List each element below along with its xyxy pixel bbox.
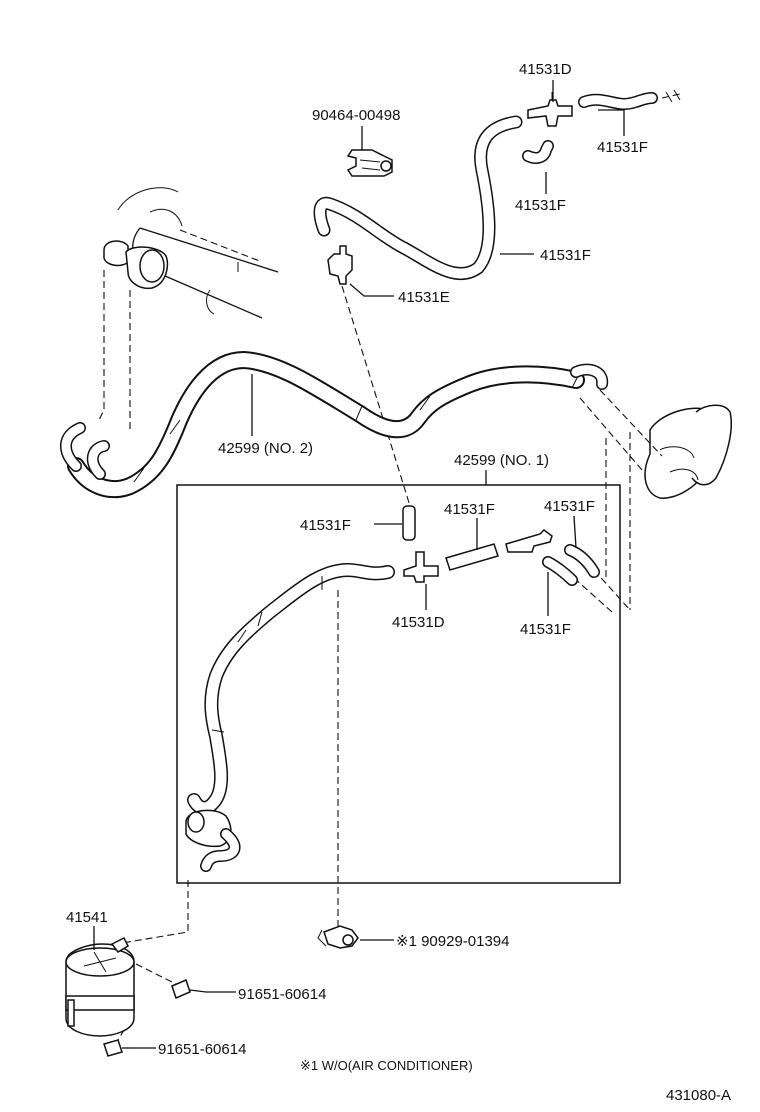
intake-leader-dash (97, 270, 131, 430)
hose-41531f-box-right-lower (542, 556, 578, 586)
label-41531f-box-c: 41531F (544, 498, 595, 515)
hose-42599-no2-elbow-right (570, 363, 609, 390)
label-41531f-top-elbow: 41531F (515, 197, 566, 214)
guide-41531e-down (341, 285, 411, 507)
hose-42599-no2 (60, 351, 585, 499)
label-41531f-box-a: 41531F (300, 517, 351, 534)
canister-41541 (65, 936, 135, 1037)
bolt-91651-lower (103, 1039, 138, 1057)
label-90929-01394: ※1 90929-01394 (396, 933, 510, 950)
intake-port-fitting (103, 240, 169, 290)
label-42599-no1: 42599 (NO. 1) (454, 452, 549, 469)
throttle-body-partial (644, 404, 732, 499)
tee-fitting-41531d-box (403, 551, 439, 583)
leader-lines (93, 80, 625, 1049)
hose-41531f-box-right-upper (564, 544, 600, 578)
label-41531e: 41531E (398, 289, 450, 306)
label-41531f-top-right: 41531F (597, 139, 648, 156)
clip-90464-00498 (346, 149, 393, 177)
hose-41531f-long-s (313, 115, 523, 280)
label-41531d-top: 41531D (519, 61, 572, 78)
hose-42599-no1 (187, 563, 395, 815)
label-41541: 41541 (66, 909, 108, 926)
vsv-41531e (327, 245, 353, 285)
guide-right-dash (573, 389, 663, 613)
bolt-91651-upper (171, 978, 207, 1000)
hose-41531f-top-right (578, 89, 681, 110)
label-41531f-box-b: 41531F (444, 501, 495, 518)
label-41531f-long: 41531F (540, 247, 591, 264)
canister-end-fitting (185, 809, 241, 872)
hose-41531f-box-straight (445, 543, 499, 571)
label-91651-60614-lower: 91651-60614 (158, 1041, 246, 1058)
figure-code: 431080-A (666, 1087, 731, 1104)
clip-90929-01394 (317, 925, 359, 949)
label-91651-60614-upper: 91651-60614 (238, 986, 326, 1003)
hose-41531f-top-elbow (522, 140, 554, 164)
tee-fitting-box-right (505, 529, 553, 553)
footnote: ※1 W/O(AIR CONDITIONER) (300, 1058, 473, 1073)
tee-fitting-41531d-top (527, 92, 573, 127)
label-42599-no2: 42599 (NO. 2) (218, 440, 313, 457)
hose-41531f-box-vertical (402, 505, 416, 541)
label-90464-00498: 90464-00498 (312, 107, 400, 124)
label-41531d-box: 41531D (392, 614, 445, 631)
assembly-box-42599-no1 (176, 484, 621, 884)
label-41531f-box-d: 41531F (520, 621, 571, 638)
